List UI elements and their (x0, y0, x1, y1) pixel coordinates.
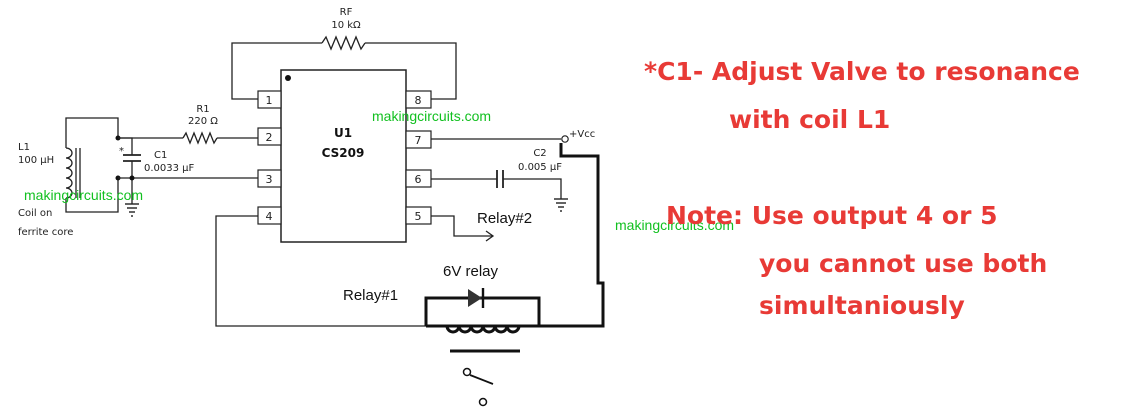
ic-name: U1 (334, 126, 352, 140)
relay-coil-block (424, 143, 605, 353)
relay-type-label: 6V relay (443, 263, 499, 280)
pin-5-label: 5 (415, 210, 422, 223)
output-note-line3: simultaniously (759, 291, 965, 320)
vcc-terminal (561, 135, 569, 143)
r1-resistor (118, 131, 258, 145)
rf-resistor (231, 35, 457, 100)
rf-value: 10 kΩ (331, 20, 361, 31)
l1-desc-line1: Coil on (18, 208, 52, 219)
relay2-label: Relay#2 (477, 210, 532, 227)
l1-name: L1 (18, 142, 30, 153)
watermark-left: makingcircuits.com (24, 187, 143, 203)
capacitor-c1 (118, 137, 258, 204)
l1-value: 100 µH (18, 155, 54, 166)
pin-1-label: 1 (266, 94, 273, 107)
c2-name: C2 (533, 148, 546, 159)
relay-switch-icon (462, 367, 494, 407)
ic-u1-body (280, 69, 407, 243)
pin-8-label: 8 (415, 94, 422, 107)
ground-c2-icon (554, 198, 568, 212)
ground-c1-icon (125, 203, 139, 217)
rf-name: RF (340, 7, 353, 18)
relay2-output-arrow (431, 215, 495, 242)
c1-note-line1: *C1- Adjust Valve to resonance (644, 57, 1080, 86)
output-note-line1: Note: Use output 4 or 5 (666, 201, 998, 230)
c2-value: 0.005 µF (518, 162, 562, 173)
c1-mark: * (119, 146, 124, 157)
c1-value: 0.0033 µF (144, 163, 195, 174)
pin-7-label: 7 (415, 134, 422, 147)
r1-name: R1 (196, 104, 209, 115)
pin1-marker-dot (285, 75, 291, 81)
ic-part-number: CS209 (322, 146, 365, 160)
watermark-top: makingcircuits.com (372, 108, 491, 124)
relay1-label: Relay#1 (343, 287, 398, 304)
c1-name: C1 (154, 150, 167, 161)
pin-4-label: 4 (266, 210, 273, 223)
l1-desc-line2: ferrite core (18, 227, 73, 238)
relay1-wire (215, 215, 426, 327)
r1-value: 220 Ω (188, 116, 218, 127)
pin-6-label: 6 (415, 173, 422, 186)
ic-left-pins: 1 2 3 4 (257, 90, 282, 225)
pin-2-label: 2 (266, 131, 273, 144)
vcc-label: +Vcc (569, 129, 595, 140)
pin-3-label: 3 (266, 173, 273, 186)
watermark-right: makingcircuits.com (615, 217, 734, 233)
c1-note-line2: with coil L1 (729, 105, 890, 134)
output-note-line2: you cannot use both (759, 249, 1047, 278)
capacitor-c2 (431, 170, 562, 199)
diode-icon (468, 288, 485, 308)
